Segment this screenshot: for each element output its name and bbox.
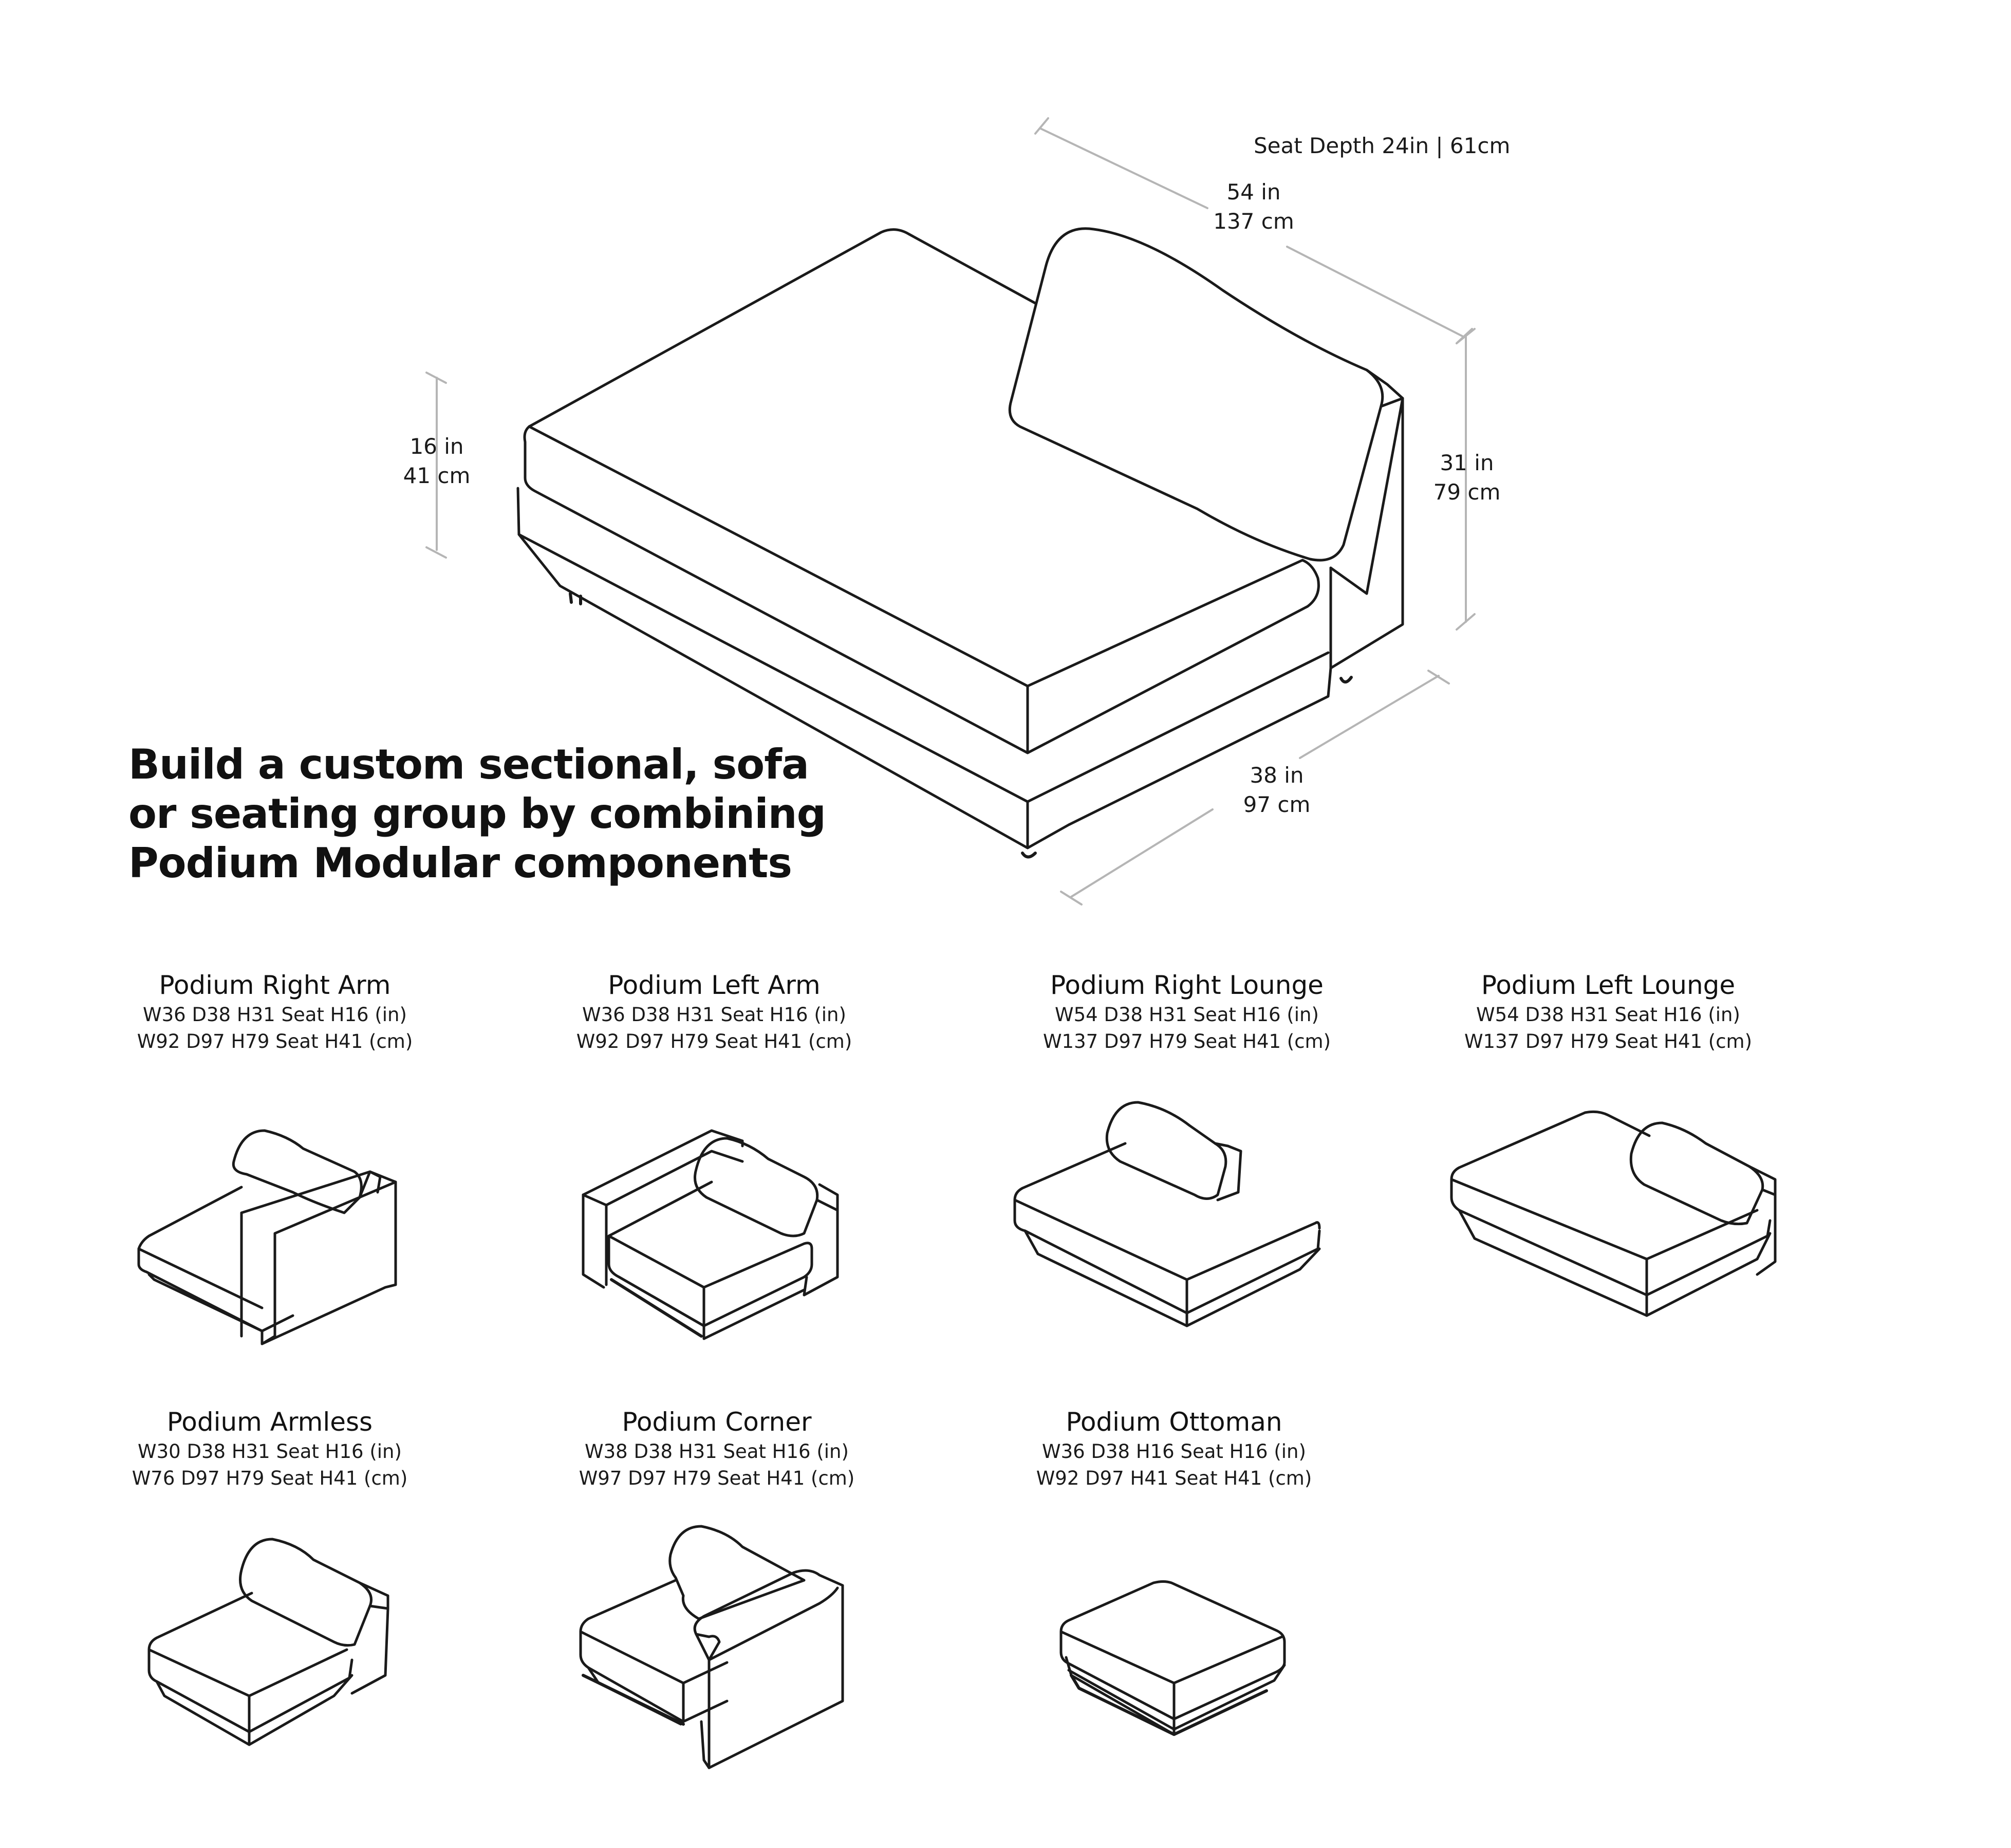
component-spec-in: W38 D38 H31 Seat H16 (in) bbox=[585, 1440, 849, 1463]
component-label-right-lounge: Podium Right Lounge W54 D38 H31 Seat H16… bbox=[1043, 969, 1331, 1055]
component-name: Podium Armless bbox=[166, 1407, 373, 1437]
armless-drawing bbox=[147, 1538, 389, 1746]
component-spec-cm: W92 D97 H79 Seat H41 (cm) bbox=[576, 1030, 852, 1052]
component-label-right-arm: Podium Right Arm W36 D38 H31 Seat H16 (i… bbox=[137, 969, 413, 1055]
component-spec-in: W36 D38 H31 Seat H16 (in) bbox=[582, 1004, 846, 1026]
component-name: Podium Right Lounge bbox=[1050, 970, 1324, 1000]
left-lounge-drawing bbox=[1450, 1110, 1777, 1317]
component-label-left-lounge: Podium Left Lounge W54 D38 H31 Seat H16 … bbox=[1464, 969, 1752, 1055]
right-arm-drawing bbox=[137, 1129, 397, 1345]
seat-height-in-label: 16 in bbox=[409, 434, 464, 459]
seat-height-cm-label: 41 cm bbox=[403, 463, 471, 488]
headline-line-1: Build a custom sectional, sofa bbox=[128, 741, 809, 788]
component-label-ottoman: Podium Ottoman W36 D38 H16 Seat H16 (in)… bbox=[1036, 1406, 1312, 1492]
seat-depth-label: Seat Depth 24in | 61cm bbox=[1254, 133, 1511, 158]
component-spec-in: W36 D38 H31 Seat H16 (in) bbox=[143, 1004, 407, 1026]
component-spec-cm: W137 D97 H79 Seat H41 (cm) bbox=[1042, 1030, 1331, 1052]
right-lounge-drawing bbox=[1013, 1101, 1321, 1327]
depth-cm-label: 97 cm bbox=[1243, 792, 1311, 817]
headline-line-2: or seating group by combining bbox=[128, 790, 826, 838]
component-label-corner: Podium Corner W38 D38 H31 Seat H16 (in) … bbox=[579, 1406, 855, 1492]
ottoman-drawing bbox=[1059, 1580, 1286, 1736]
height-cm-label: 79 cm bbox=[1433, 479, 1501, 505]
hero-lounge-drawing bbox=[516, 227, 1404, 859]
component-name: Podium Left Arm bbox=[608, 970, 821, 1000]
component-spec-cm: W92 D97 H79 Seat H41 (cm) bbox=[137, 1030, 413, 1052]
component-spec-cm: W137 D97 H79 Seat H41 (cm) bbox=[1464, 1030, 1753, 1052]
left-arm-drawing bbox=[582, 1129, 839, 1340]
headline: Build a custom sectional, sofa or seatin… bbox=[128, 740, 848, 888]
depth-in-label: 38 in bbox=[1250, 763, 1304, 788]
component-name: Podium Ottoman bbox=[1066, 1407, 1282, 1437]
component-label-armless: Podium Armless W30 D38 H31 Seat H16 (in)… bbox=[132, 1406, 408, 1492]
headline-line-3: Podium Modular components bbox=[128, 839, 792, 887]
component-name: Podium Right Arm bbox=[159, 970, 391, 1000]
component-spec-in: W54 D38 H31 Seat H16 (in) bbox=[1476, 1004, 1740, 1026]
corner-drawing bbox=[579, 1525, 844, 1769]
component-spec-in: W54 D38 H31 Seat H16 (in) bbox=[1055, 1004, 1319, 1026]
component-spec-cm: W97 D97 H79 Seat H41 (cm) bbox=[579, 1467, 855, 1489]
component-spec-cm: W92 D97 H41 Seat H41 (cm) bbox=[1036, 1467, 1312, 1489]
width-cm-label: 137 cm bbox=[1213, 209, 1294, 234]
component-name: Podium Left Lounge bbox=[1481, 970, 1736, 1000]
dimension-lines bbox=[425, 117, 1476, 905]
component-spec-in: W36 D38 H16 Seat H16 (in) bbox=[1042, 1440, 1306, 1463]
component-spec-cm: W76 D97 H79 Seat H41 (cm) bbox=[132, 1467, 408, 1489]
component-label-left-arm: Podium Left Arm W36 D38 H31 Seat H16 (in… bbox=[576, 969, 852, 1055]
component-name: Podium Corner bbox=[622, 1407, 812, 1437]
component-spec-in: W30 D38 H31 Seat H16 (in) bbox=[138, 1440, 402, 1463]
width-in-label: 54 in bbox=[1226, 179, 1281, 205]
height-in-label: 31 in bbox=[1440, 450, 1494, 475]
